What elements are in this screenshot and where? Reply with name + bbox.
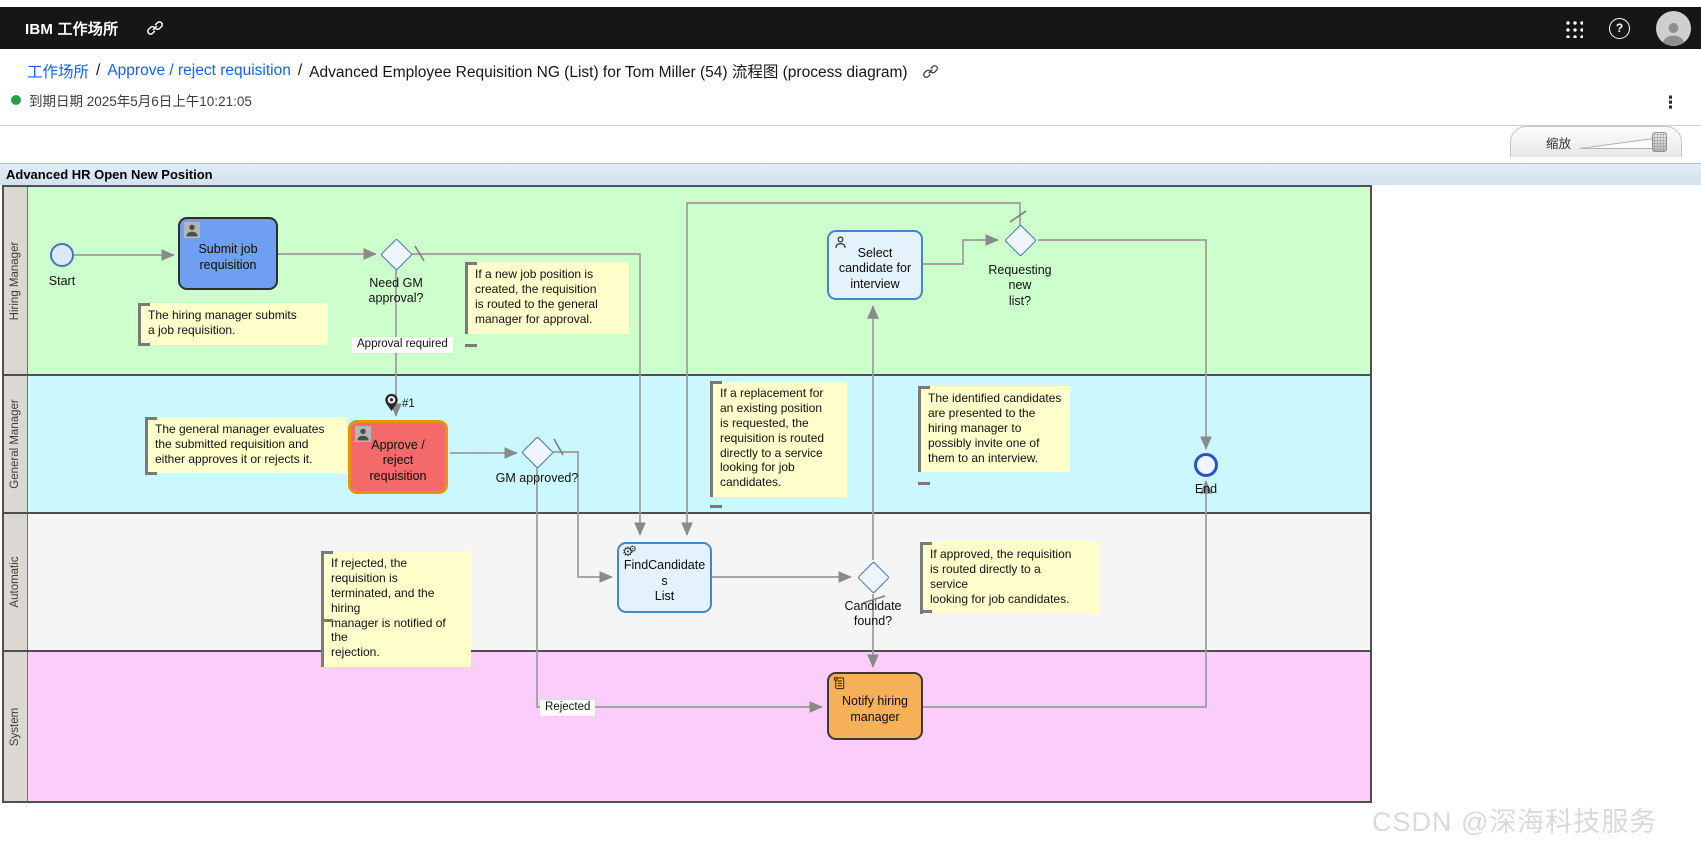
zoom-slider-handle[interactable] — [1652, 132, 1667, 152]
annotation-new-position: If a new job position is created, the re… — [465, 262, 629, 334]
user-task-icon — [355, 426, 371, 447]
app-switcher-icon[interactable] — [1563, 18, 1583, 38]
divider — [0, 125, 1701, 126]
zoom-control: 缩放 — [1510, 126, 1682, 157]
token-pin-icon — [384, 393, 399, 417]
start-label: Start — [48, 274, 76, 288]
lane-header: Hiring Manager — [4, 187, 28, 374]
lane-header: General Manager — [4, 376, 28, 512]
lane-name: General Manager — [9, 399, 21, 489]
end-label: End — [1194, 482, 1218, 496]
breadcrumb-current: Advanced Employee Requisition NG (List) … — [309, 64, 908, 81]
diagram-title: Advanced HR Open New Position — [0, 163, 1701, 185]
breadcrumb-workplace[interactable]: 工作场所 — [27, 64, 90, 81]
top-bar: IBM 工作场所 ? — [0, 7, 1701, 49]
flow-label-approval-required: Approval required — [352, 337, 453, 353]
script-scroll-icon — [832, 676, 847, 696]
due-date-status: 到期日期 2025年5月6日上午10:21:05 — [11, 90, 252, 110]
flow-label-rejected: Rejected — [540, 700, 596, 716]
link-icon[interactable] — [146, 19, 164, 37]
breadcrumb: 工作场所 / Approve / reject requisition / Ad… — [27, 60, 939, 82]
task-notify-hiring-manager[interactable]: Notify hiring manager — [827, 672, 923, 740]
avatar[interactable] — [1656, 10, 1691, 46]
breadcrumb-separator: / — [297, 62, 303, 79]
annotation-replacement: If a replacement for an existing positio… — [710, 381, 847, 498]
lane-header: Automatic — [4, 514, 28, 650]
start-event[interactable] — [50, 243, 74, 267]
app-title[interactable]: IBM 工作场所 — [25, 20, 119, 38]
help-icon[interactable]: ? — [1609, 17, 1630, 39]
end-event[interactable] — [1194, 453, 1218, 477]
lane-header: System — [4, 652, 28, 801]
gateway-gm-approved-label: GM approved? — [495, 471, 579, 485]
gateway-need-gm-approval-label: Need GM approval? — [368, 276, 424, 306]
annotation-if-rejected: If rejected, the requisition is terminat… — [321, 551, 471, 668]
annotation-gm-evaluates: The general manager evaluates the submit… — [145, 417, 347, 474]
annotation-hiring-manager-submits: The hiring manager submits a job requisi… — [138, 303, 328, 345]
copy-link-icon[interactable] — [922, 63, 939, 80]
zoom-label: 缩放 — [1545, 136, 1571, 151]
watermark: CSDN @深海科技服务 — [1372, 807, 1658, 837]
annotation-if-approved: If approved, the requisition is routed d… — [920, 542, 1100, 614]
due-date-text: 到期日期 2025年5月6日上午10:21:05 — [29, 94, 252, 109]
token-number: #1 — [402, 398, 415, 410]
breadcrumb-separator: / — [96, 62, 101, 79]
service-gears-icon: ⚙⚙ — [622, 544, 637, 559]
gateway-requesting-new-list-label: Requesting new list? — [988, 263, 1052, 308]
task-select-candidate[interactable]: Select candidate for interview — [827, 230, 923, 300]
lane-name: Automatic — [9, 556, 21, 608]
lane-name: Hiring Manager — [9, 241, 21, 320]
annotation-identified-candidates: The identified candidates are presented … — [918, 386, 1070, 473]
gateway-candidate-found-label: Candidate found? — [844, 599, 902, 629]
lane-system: System — [4, 650, 1370, 801]
breadcrumb-task[interactable]: Approve / reject requisition — [107, 62, 291, 79]
overflow-menu-icon[interactable]: ⋮ — [1662, 93, 1679, 112]
lane-name: System — [9, 707, 21, 746]
user-task-icon — [184, 222, 200, 243]
task-findcandidates-list[interactable]: FindCandidate s List — [617, 542, 712, 613]
person-outline-icon — [833, 235, 848, 255]
status-dot — [11, 95, 21, 105]
